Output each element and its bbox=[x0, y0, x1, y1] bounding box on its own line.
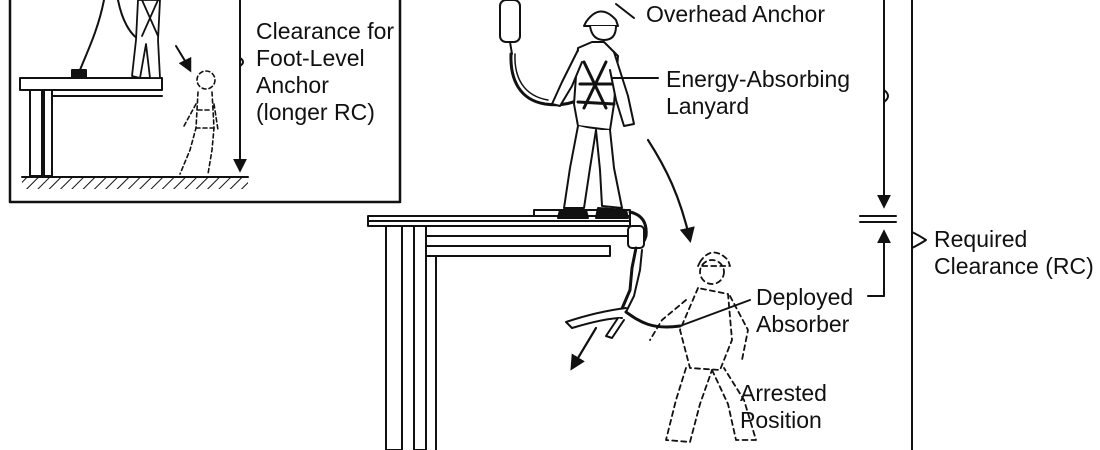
inset-falling-worker bbox=[179, 70, 219, 175]
inset-label-line4: (longer RC) bbox=[256, 99, 375, 125]
lanyard-label-line2: Lanyard bbox=[666, 93, 750, 119]
inset-ground-hatch bbox=[22, 177, 248, 189]
absorber-label-line2: Absorber bbox=[756, 311, 850, 337]
inset-label-line3: Anchor bbox=[256, 72, 329, 98]
inset-brace-tick bbox=[239, 57, 244, 67]
energy-absorbing-lanyard bbox=[509, 52, 580, 107]
upper-brace-tick bbox=[883, 89, 889, 103]
deploy-direction-arrow bbox=[570, 326, 598, 371]
lanyard-label-line1: Energy-Absorbing bbox=[666, 66, 851, 92]
hard-hat bbox=[583, 10, 619, 27]
overhead-anchor bbox=[499, 0, 521, 43]
standing-worker bbox=[551, 10, 635, 219]
inset-fall-arrow bbox=[175, 45, 192, 73]
rc-label-line2: Clearance (RC) bbox=[934, 253, 1094, 279]
absorber-label-line1: Deployed bbox=[756, 284, 854, 310]
inset-worker bbox=[131, 0, 161, 79]
inset-panel bbox=[8, 0, 402, 204]
inset-platform bbox=[19, 77, 163, 177]
overhead-anchor-leader bbox=[615, 3, 635, 19]
arrested-label-line1: Arrested bbox=[740, 380, 827, 406]
inset-lanyard bbox=[79, 0, 105, 71]
inset-label-line2: Foot-Level bbox=[256, 45, 365, 71]
foot-level-anchor bbox=[71, 69, 87, 79]
overhead-anchor-label: Overhead Anchor bbox=[646, 1, 826, 27]
clearance-dimensions bbox=[859, 0, 927, 450]
main-platform bbox=[367, 209, 631, 450]
rc-label-line1: Required bbox=[934, 226, 1028, 252]
absorber-leader bbox=[679, 299, 751, 327]
arrested-worker bbox=[649, 251, 757, 443]
inset-label-line1: Clearance for bbox=[256, 18, 395, 44]
rc-brace bbox=[911, 231, 927, 249]
inset-frame bbox=[8, 0, 402, 204]
deployed-absorber bbox=[565, 210, 682, 371]
fall-arrow bbox=[646, 138, 695, 244]
arrested-label-line2: Position bbox=[740, 407, 822, 433]
overhead-anchor-lanyard bbox=[499, 0, 580, 107]
